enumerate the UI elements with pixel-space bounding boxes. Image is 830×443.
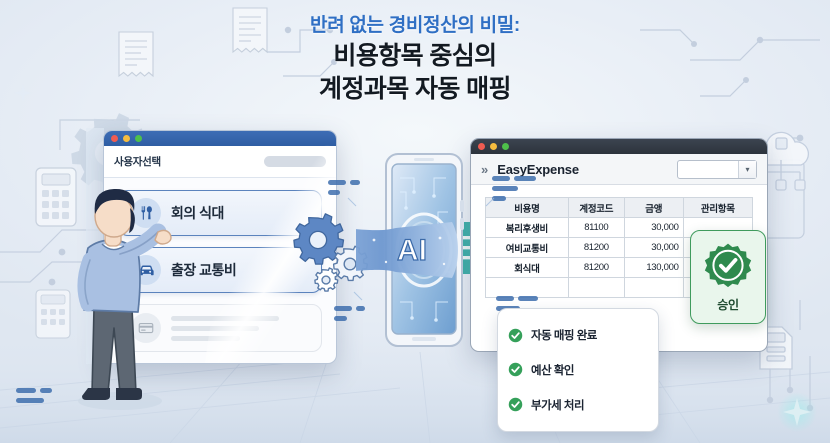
minimize-icon[interactable] <box>490 143 497 150</box>
window-titlebar <box>471 139 767 154</box>
checklist-item-label: 부가세 처리 <box>531 399 585 412</box>
credit-card-icon <box>131 313 161 343</box>
easyexpense-header: » EasyExpense ▾ <box>471 154 767 185</box>
cell-amount <box>623 277 684 298</box>
check-circle-icon <box>508 328 523 343</box>
placeholder-lines <box>171 315 309 341</box>
close-icon[interactable] <box>111 135 118 142</box>
chevron-double-right-icon[interactable]: » <box>481 161 489 177</box>
maximize-icon[interactable] <box>502 143 509 150</box>
check-circle-icon <box>508 363 523 377</box>
chevron-down-icon[interactable]: ▾ <box>738 160 756 178</box>
ai-label: AI <box>397 234 427 267</box>
check-seal-icon <box>704 243 752 287</box>
printer-icon <box>759 326 793 370</box>
window-titlebar <box>104 131 336 146</box>
approval-badge: 승인 <box>690 230 766 324</box>
checklist-item: 자동 매핑 완료 <box>508 327 648 343</box>
cell-amount: 130,000 <box>623 257 684 278</box>
receipt-icon <box>232 7 268 53</box>
sparkle-icon <box>14 84 32 102</box>
column-header-manage: 관리항목 <box>682 197 754 218</box>
maximize-icon[interactable] <box>135 135 142 142</box>
user-illustration <box>77 188 172 410</box>
user-selection-header: 사용자선택 <box>104 146 336 178</box>
close-icon[interactable] <box>478 143 485 150</box>
checklist-item: 예산 확인 <box>508 362 648 378</box>
column-header-code: 계정코드 <box>567 197 625 218</box>
check-circle-icon <box>508 397 523 412</box>
app-title: EasyExpense <box>497 161 579 177</box>
column-header-name: 비용명 <box>485 197 569 218</box>
checklist-item: 부가세 처리 <box>508 397 648 413</box>
cell-name <box>485 277 569 298</box>
cell-name: 여비교통비 <box>485 237 569 258</box>
cell-code: 81200 <box>567 237 625 258</box>
ai-tablet-device: AI <box>356 153 464 347</box>
cell-amount: 30,000 <box>623 217 684 238</box>
sparkle-icon <box>777 392 817 432</box>
cell-name: 복리후생비 <box>485 217 569 238</box>
cell-code: 81200 <box>567 257 625 278</box>
calculator-icon <box>35 167 77 227</box>
cutlery-icon <box>131 198 161 228</box>
user-selection-title: 사용자선택 <box>114 156 161 168</box>
cell-amount: 30,000 <box>623 237 684 258</box>
cell-code <box>567 277 625 298</box>
cell-code: 81100 <box>567 217 625 238</box>
account-select[interactable]: ▾ <box>677 159 757 179</box>
checklist-item-label: 자동 매핑 완료 <box>531 330 597 343</box>
calculator-icon <box>35 289 71 339</box>
column-header-amount: 금앵 <box>623 197 684 218</box>
table-header-row: 비용명 계정코드 금앵 관리항목 <box>485 197 754 218</box>
account-select-value <box>678 161 738 178</box>
cell-name: 회식대 <box>485 257 569 278</box>
search-input[interactable] <box>264 156 326 167</box>
approval-label: 승인 <box>717 297 739 312</box>
minimize-icon[interactable] <box>123 135 130 142</box>
receipt-icon <box>118 31 154 77</box>
checklist-item-label: 예산 확인 <box>531 364 575 377</box>
checklist-card: 자동 매핑 완료 예산 확인 부가세 처리 <box>497 308 659 432</box>
